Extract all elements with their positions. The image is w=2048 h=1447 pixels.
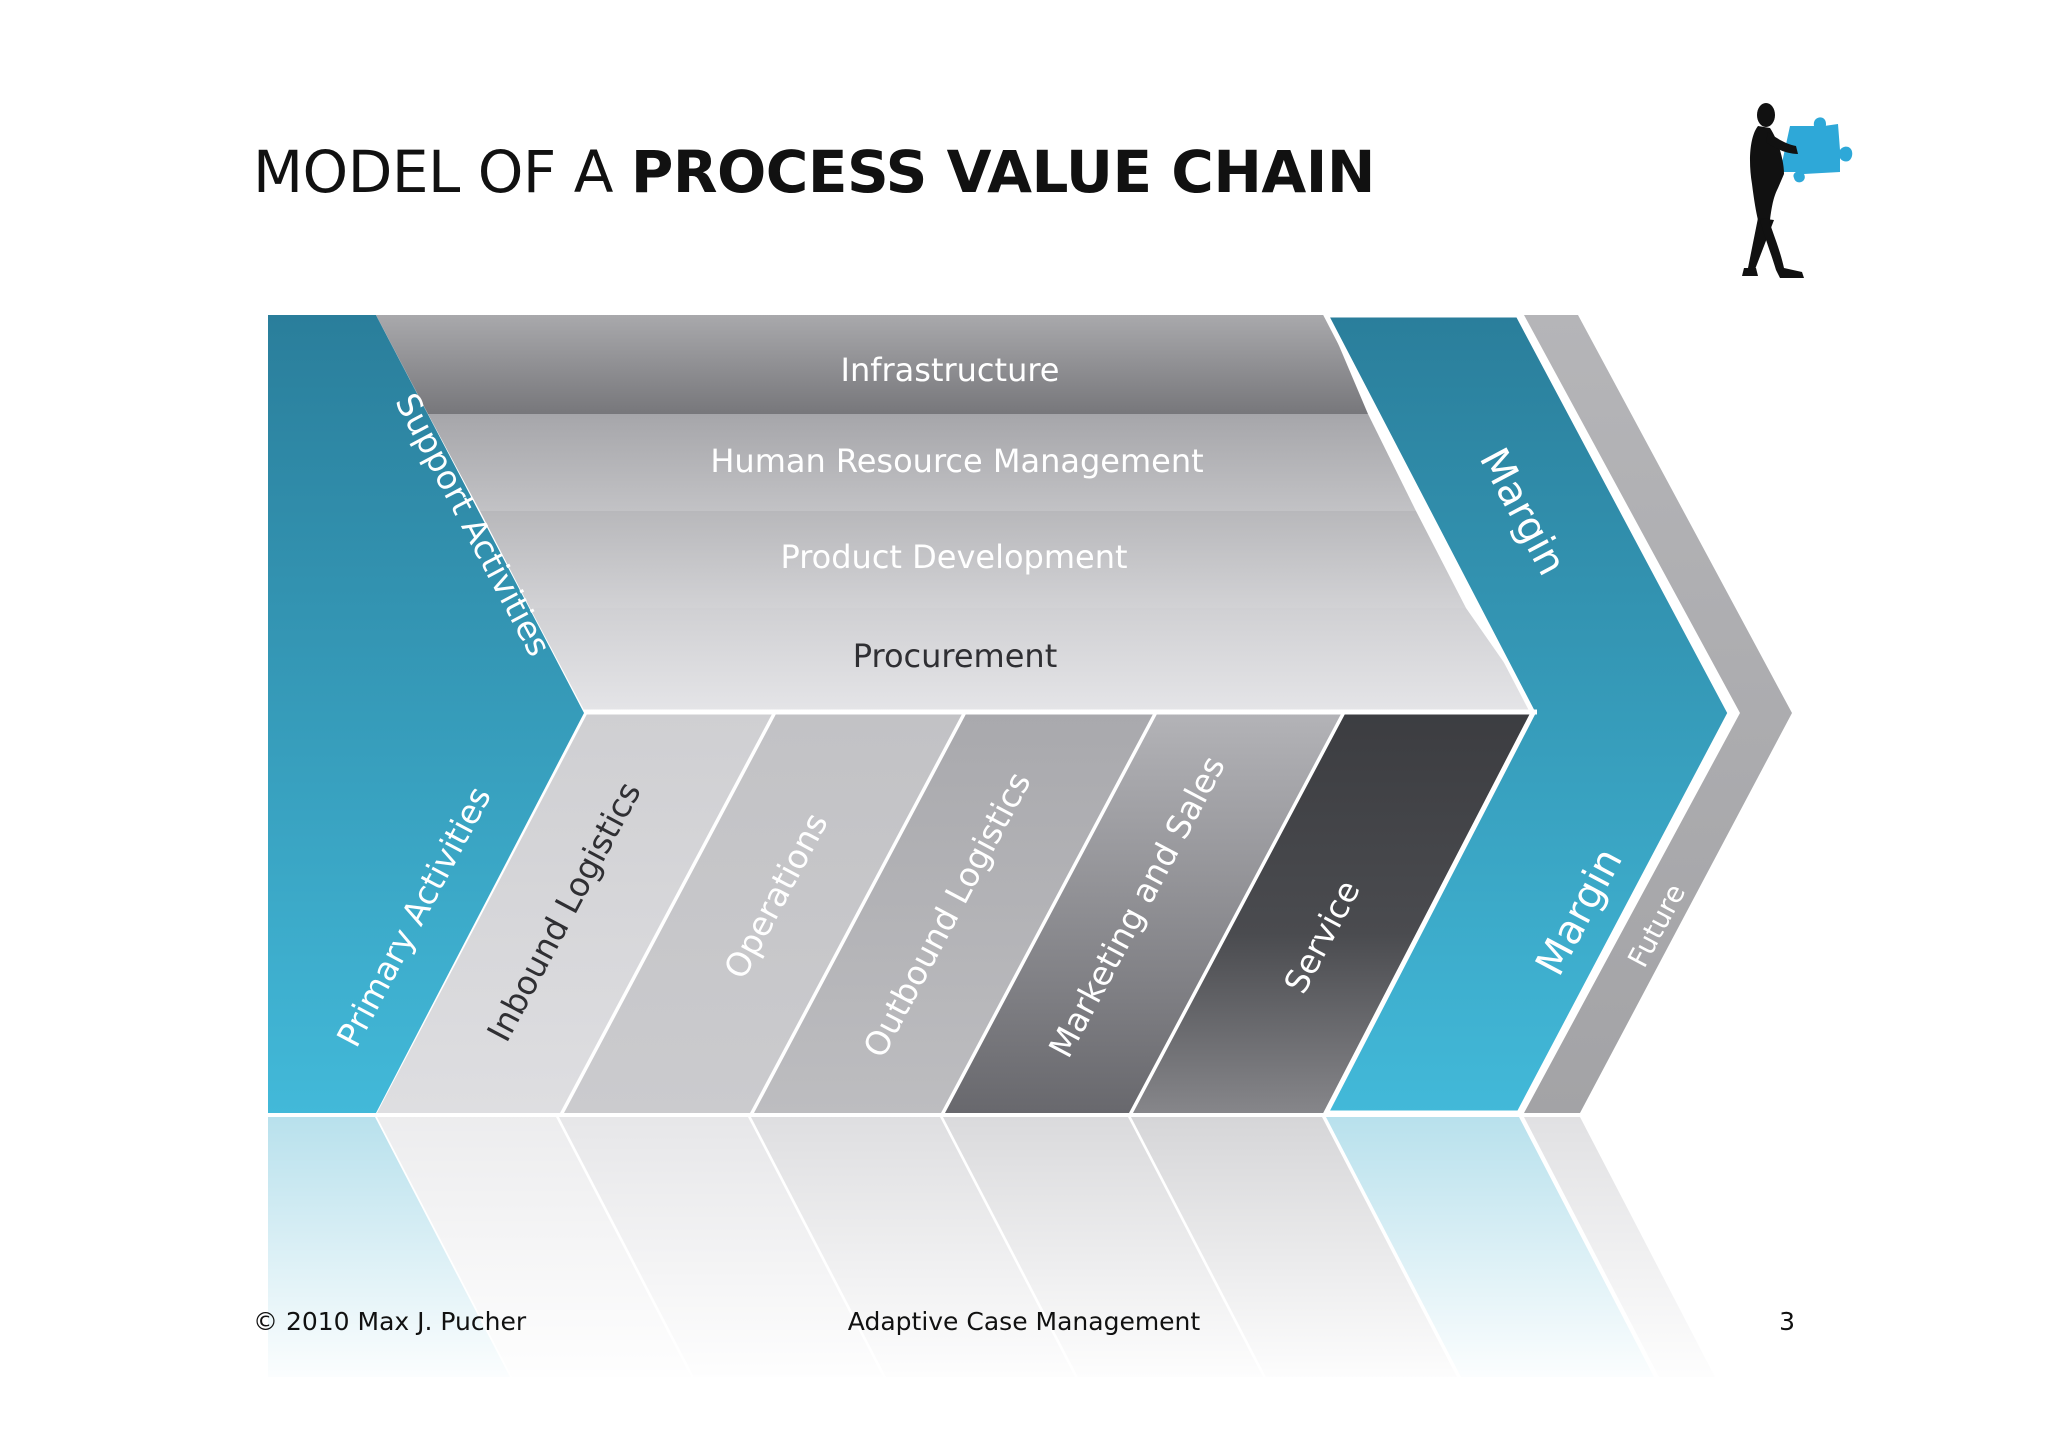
support-row-infrastructure [376,315,1368,414]
support-row-label-product-dev: Product Development [780,538,1127,576]
support-row-product-dev [480,511,1466,608]
man-carrying-puzzle-piece-icon [1742,103,1853,278]
title-regular: MODEL OF A [253,138,631,206]
activity-bar-outbound [754,714,1153,1113]
activity-bar-operations [564,714,962,1113]
support-row-label-infrastructure: Infrastructure [841,351,1060,389]
activity-bar-marketing [945,714,1341,1113]
activity-bar-inbound [377,714,772,1113]
diagram-reflection [240,1112,1800,1392]
support-row-label-hr: Human Resource Management [710,442,1203,480]
footer-copyright: © 2010 Max J. Pucher [253,1307,527,1336]
support-row-hr [428,414,1416,511]
footer-page-number: 3 [1779,1307,1795,1336]
future-chevron [1524,315,1792,1113]
support-row-label-procurement: Procurement [853,637,1057,675]
activities-chevron [268,315,584,1113]
title-bold: PROCESS VALUE CHAIN [630,138,1376,206]
support-row-procurement [530,608,1537,710]
page-title: MODEL OF A PROCESS VALUE CHAIN [253,138,1375,206]
footer-topic: Adaptive Case Management [847,1307,1201,1336]
activity-bar-service [1133,714,1537,1113]
